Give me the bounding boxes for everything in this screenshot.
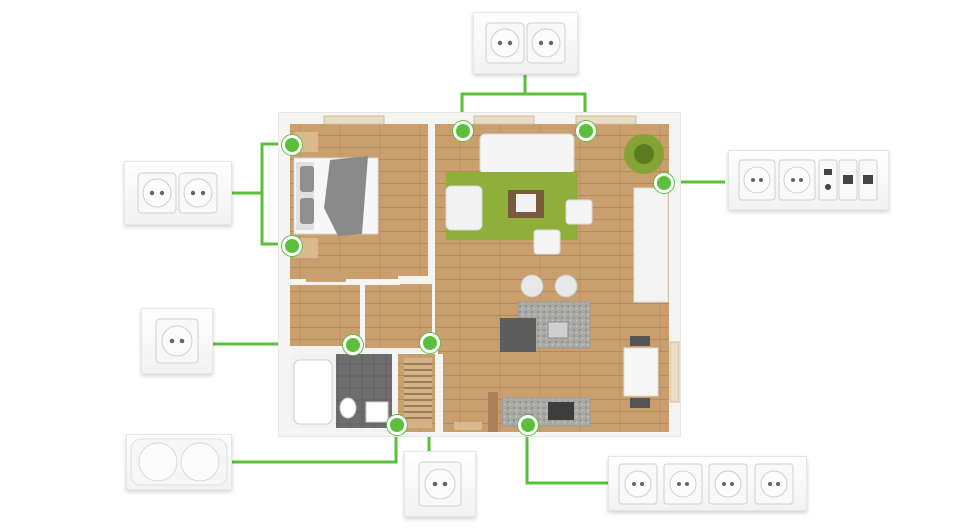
single-socket-icon	[155, 318, 199, 364]
quad-socket-icon	[618, 463, 794, 505]
location-marker	[343, 335, 363, 355]
location-marker	[453, 121, 473, 141]
floorplan	[278, 112, 681, 437]
callout-line-bedroom-top	[232, 142, 291, 195]
location-marker	[420, 333, 440, 353]
double-socket-bedroom	[124, 161, 232, 225]
location-marker	[654, 173, 674, 193]
double-socket-icon	[137, 172, 218, 214]
single-socket-hall	[141, 308, 213, 374]
callout-line-kitchen	[525, 424, 608, 485]
location-marker	[282, 135, 302, 155]
double-socket-icon	[485, 22, 566, 64]
double-switch-bath	[126, 434, 232, 490]
location-marker	[387, 415, 407, 435]
socket-data-icon	[738, 159, 878, 201]
single-socket-center	[404, 451, 476, 517]
double-switch-icon	[130, 438, 228, 486]
socket-data-living	[728, 150, 889, 210]
double-socket-top	[473, 12, 578, 74]
single-socket-icon	[418, 461, 462, 507]
location-marker	[282, 236, 302, 256]
location-marker	[518, 415, 538, 435]
quad-socket-kitchen	[608, 456, 807, 511]
callout-line-top-left	[460, 75, 527, 128]
location-marker	[576, 121, 596, 141]
